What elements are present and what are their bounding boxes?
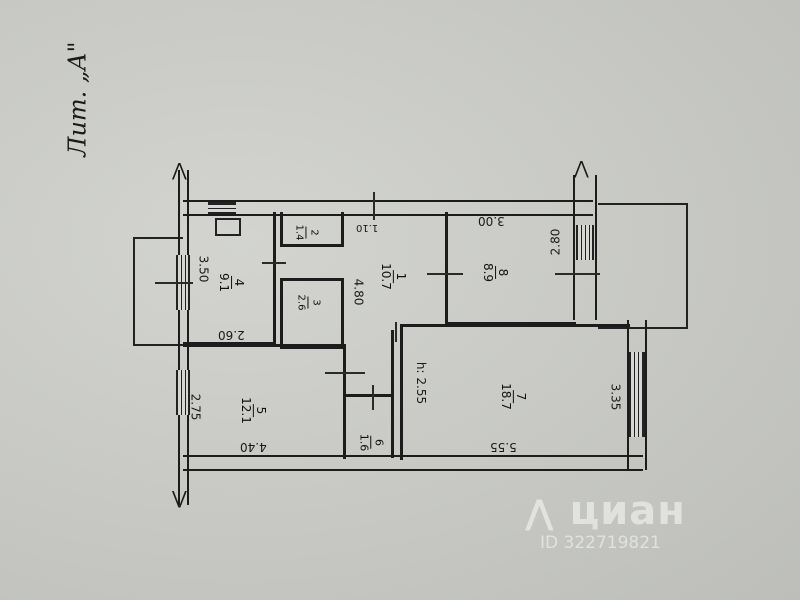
room-number: 2 — [305, 226, 321, 239]
dim-room5-length: 4.40 — [240, 440, 267, 454]
dim-room8-length: 3.00 — [478, 214, 505, 228]
break-mark-bottom-left: ⋁ — [172, 488, 187, 509]
dim-text: 4.80 — [351, 278, 366, 306]
dim-room7-height: h: 2.55 — [400, 362, 442, 404]
room-number: 6 — [370, 436, 386, 449]
dim-room8-width: 2.80 — [542, 229, 569, 256]
room-8 — [445, 212, 576, 325]
dim-text: 3.50 — [196, 255, 211, 283]
room-6-label: 6 1.6 — [356, 433, 386, 452]
room-number: 1 — [392, 269, 408, 284]
dim-text: 1.10 — [356, 222, 379, 233]
room-5-label: 5 12.1 — [239, 397, 268, 424]
door-tick-entry — [373, 192, 375, 220]
room-number: 7 — [512, 389, 528, 404]
room-3-label: 3 2.6 — [293, 294, 323, 311]
room-toilet — [280, 212, 344, 247]
watermark-brand: циан — [569, 488, 686, 534]
door-tick-balcony-left — [155, 282, 193, 284]
dim-text: 2.80 — [548, 228, 563, 256]
door-tick-room5 — [325, 372, 365, 374]
room-area: 2.6 — [295, 294, 307, 311]
watermark-id: ID 322719821 — [540, 533, 661, 553]
dim-text: 4.40 — [240, 440, 267, 454]
door-tick-closet — [372, 385, 374, 410]
closet-wall — [343, 394, 391, 397]
room-area: 12.1 — [238, 397, 253, 424]
outer-wall-right-lower — [627, 320, 647, 470]
room-1-label: 1 10.7 — [379, 263, 408, 290]
balcony-left — [133, 237, 183, 346]
break-mark-top-left: ⋀ — [172, 160, 187, 181]
room-area: 1.4 — [293, 224, 305, 241]
window-top-kitchen-vent — [208, 202, 236, 214]
door-tick-room8 — [427, 273, 463, 275]
room-area: 1.6 — [357, 433, 371, 452]
title-annotation-text: Лит. „А" — [63, 41, 92, 157]
room-2-label: 2 1.4 — [291, 224, 321, 241]
window-room7 — [629, 352, 645, 437]
dim-kitchen-length: 3.50 — [190, 256, 217, 283]
room-bathroom — [280, 278, 344, 349]
hall-partition — [343, 344, 346, 459]
room-number: 4 — [231, 275, 247, 290]
dim-room7-length: 5.55 — [490, 440, 517, 454]
stove-icon — [215, 218, 241, 236]
room-number: 5 — [252, 403, 268, 418]
door-tick-kitchen — [262, 262, 286, 264]
dim-text: h: 2.55 — [414, 361, 429, 405]
dim-text: 3.00 — [478, 214, 505, 228]
room-area: 8.9 — [481, 262, 496, 283]
dim-kitchen-width: 2.60 — [218, 328, 245, 342]
room-area: 18.7 — [498, 383, 513, 410]
cian-logo-icon: ⋀ — [525, 493, 555, 533]
room-7 — [400, 324, 630, 460]
dim-hall-length: 4.80 — [345, 279, 372, 306]
dim-text: 5.55 — [490, 440, 517, 454]
room-number: 8 — [495, 265, 511, 280]
room-8-label: 8 8.9 — [481, 262, 511, 283]
door-tick-balcony-right — [555, 273, 600, 275]
room-4-label: 4 9.1 — [217, 272, 247, 293]
window-room5 — [176, 370, 190, 415]
closet-right-wall — [391, 330, 394, 458]
dim-room7-width: 3.35 — [602, 384, 629, 411]
outer-wall-left — [178, 170, 189, 505]
watermark-id-text: ID 322719821 — [540, 533, 661, 553]
dim-hall-width: 1.10 — [356, 222, 378, 233]
balcony-right — [598, 203, 688, 329]
room-number: 3 — [307, 296, 323, 309]
break-mark-top-right: ⋀ — [574, 158, 589, 179]
room-area: 9.1 — [217, 272, 232, 293]
dim-text: 3.35 — [608, 383, 623, 411]
cian-watermark: ⋀ циан — [525, 488, 686, 534]
room5-top-wall — [183, 344, 343, 347]
room-area: 10.7 — [378, 263, 393, 290]
room-7-label: 7 18.7 — [499, 383, 528, 410]
outer-wall-bottom — [183, 455, 643, 471]
dim-room5-width: 2.75 — [182, 394, 209, 421]
dim-text: 2.75 — [188, 393, 203, 421]
outer-wall-right — [573, 175, 597, 320]
dim-text: 2.60 — [218, 328, 245, 342]
room-kitchen — [183, 212, 276, 345]
window-room8 — [576, 225, 594, 260]
title-annotation: Лит. „А" — [20, 41, 135, 156]
outer-wall-top — [183, 200, 593, 216]
door-tick-room7 — [395, 322, 397, 342]
